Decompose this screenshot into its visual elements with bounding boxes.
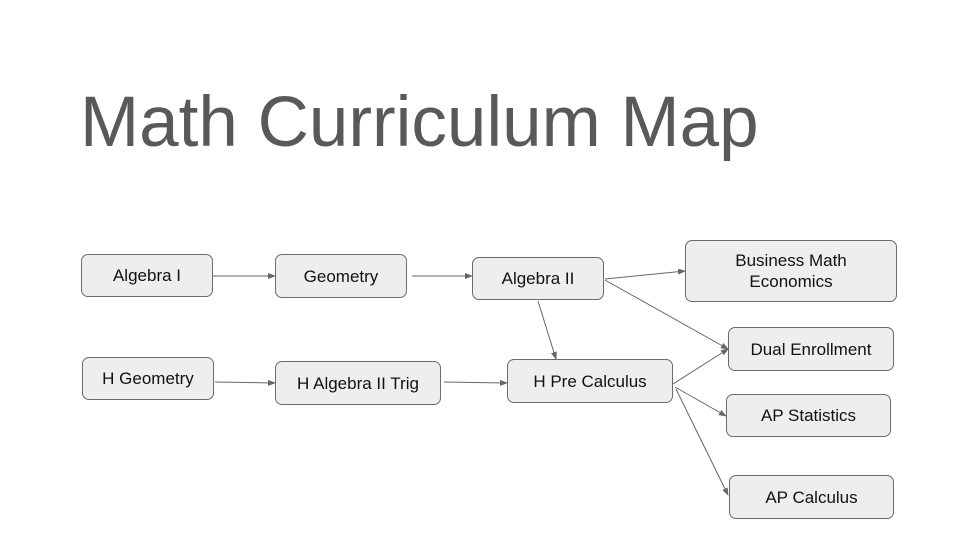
arrow-hprecalc-to-apstats [674, 386, 727, 417]
node-algebra-2[interactable]: Algebra II [472, 257, 604, 300]
arrow-algebra2-to-hprecalc [537, 300, 557, 360]
node-h-geometry[interactable]: H Geometry [82, 357, 214, 400]
node-dual-enrollment[interactable]: Dual Enrollment [728, 327, 894, 371]
node-algebra-1[interactable]: Algebra I [81, 254, 213, 297]
node-label: H Geometry [102, 369, 194, 388]
node-label: H Pre Calculus [533, 371, 647, 391]
node-label: Geometry [303, 266, 379, 286]
slide-title: Math Curriculum Map [80, 83, 759, 162]
node-ap-calculus[interactable]: AP Calculus [729, 475, 894, 519]
node-h-pre-calculus[interactable]: H Pre Calculus [507, 359, 673, 403]
node-label: Dual Enrollment [750, 339, 872, 359]
arrow-hgeometry-to-halg2trig [214, 379, 276, 386]
node-label: H Algebra II Trig [297, 373, 419, 393]
node-label: Algebra I [112, 266, 182, 285]
node-geometry[interactable]: Geometry [275, 254, 407, 298]
arrow-hprecalc-to-apcalc [675, 388, 729, 496]
node-label: AP Calculus [765, 487, 858, 507]
node-label: Algebra II [501, 269, 575, 288]
arrow-hprecalc-to-dual [672, 348, 729, 385]
arrow-algebra2-to-business [604, 268, 686, 280]
node-label: AP Statistics [760, 406, 857, 425]
arrow-halg2trig-to-hprecalc [443, 379, 508, 386]
arrow-algebra2-to-dual [604, 279, 729, 350]
node-business-math-economics[interactable]: Business Math Economics [685, 240, 897, 302]
node-h-algebra-2-trig[interactable]: H Algebra II Trig [275, 361, 441, 405]
node-ap-statistics[interactable]: AP Statistics [726, 394, 891, 437]
node-label: Business Math Economics [735, 251, 847, 291]
